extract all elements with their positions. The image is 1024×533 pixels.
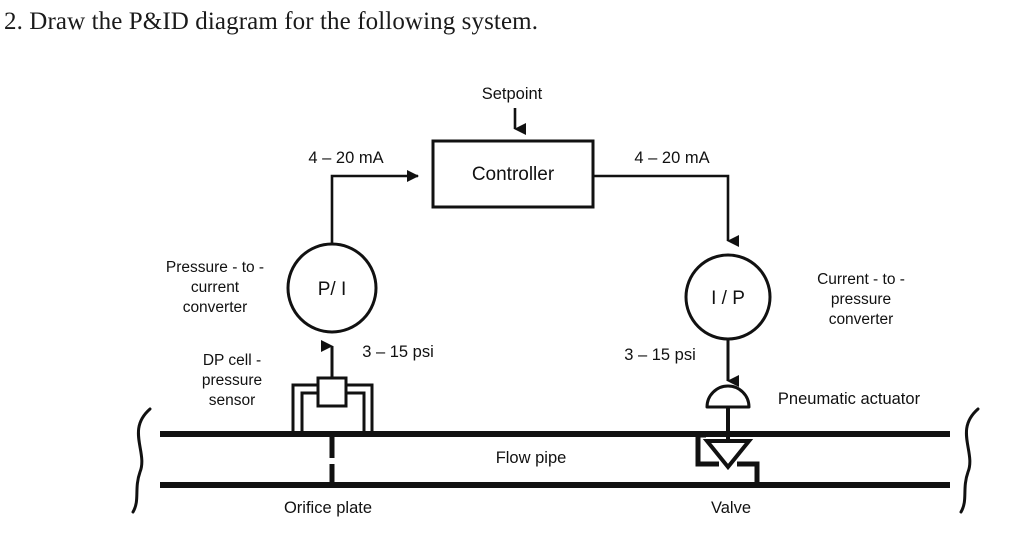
valve-body-icon (702, 439, 754, 471)
ip-converter-label: I / P (711, 288, 745, 309)
pi-to-controller-line (330, 170, 419, 243)
psi-left-label: 3 – 15 psi (362, 343, 434, 361)
valve-right-seat (737, 461, 760, 486)
valve-left-seat (695, 432, 719, 467)
pipe-break-left-icon (131, 407, 152, 514)
dpcell-head-box (316, 376, 348, 408)
pneumatic-actuator-icon (705, 384, 751, 409)
setpoint-label: Setpoint (482, 85, 543, 103)
pi-converter-label: P/ I (318, 279, 347, 300)
current-to-pressure-label-line1: Current - to - (817, 271, 905, 288)
pressure-to-current-label-line2: current (191, 279, 240, 296)
orifice-plate-label: Orifice plate (284, 499, 372, 517)
pi-converter-circle (286, 242, 378, 334)
flow-pipe-label: Flow pipe (496, 449, 567, 467)
page-title: 2. Draw the P&ID diagram for the followi… (4, 8, 539, 35)
pipe-break-right-icon (959, 407, 980, 514)
signal-right-label: 4 – 20 mA (634, 149, 709, 167)
controller-to-ip-line (593, 174, 739, 247)
psi-right-label: 3 – 15 psi (624, 346, 696, 364)
pressure-to-current-label-line3: converter (183, 299, 248, 316)
current-to-pressure-label-line3: converter (829, 311, 894, 328)
dp-cell-label-line2: pressure (202, 372, 262, 389)
controller-label: Controller (472, 164, 555, 185)
pneumatic-actuator-label: Pneumatic actuator (778, 390, 921, 408)
valve-label: Valve (711, 499, 751, 517)
dp-cell-label-line3: sensor (209, 392, 256, 409)
current-to-pressure-label-line2: pressure (831, 291, 891, 308)
signal-left-label: 4 – 20 mA (308, 149, 383, 167)
dp-cell-label-line1: DP cell - (203, 352, 261, 369)
controller-box (431, 139, 595, 209)
pressure-to-current-label-line1: Pressure - to - (166, 259, 264, 276)
